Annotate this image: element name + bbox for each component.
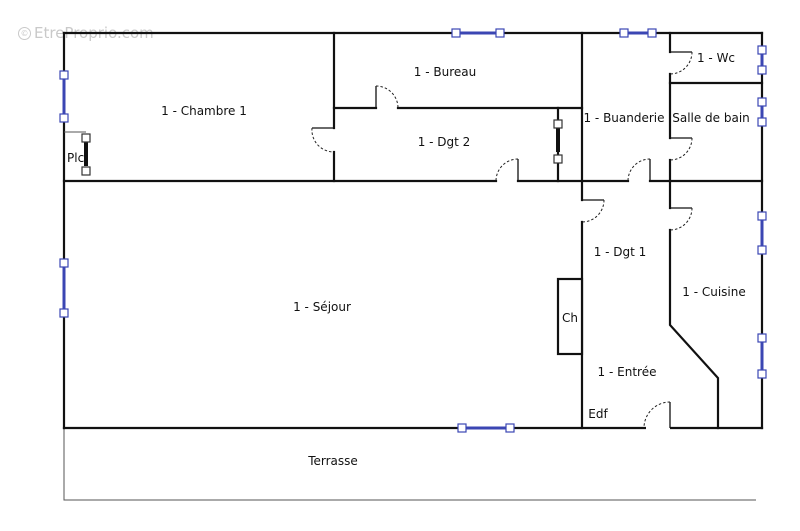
door-bureau-arc (375, 85, 399, 109)
label-buanderie: 1 - Buanderie (583, 111, 664, 125)
room-labels: 1 - Chambre 1 1 - Bureau 1 - Dgt 2 Plc 1… (67, 51, 750, 468)
door-cuisine-arc (669, 207, 693, 231)
window-chambre (59, 70, 69, 123)
door-sdb-arc (669, 137, 693, 161)
placard-knob-top (81, 133, 91, 143)
label-entree: 1 - Entrée (598, 365, 657, 379)
label-plc: Plc (67, 151, 84, 165)
label-edf: Edf (588, 407, 608, 421)
dgt2-fixture (553, 119, 563, 164)
chimney (556, 277, 584, 356)
label-dgt2: 1 - Dgt 2 (418, 135, 471, 149)
walls (62, 31, 764, 430)
door-dgt2-arc (495, 158, 519, 182)
window-wc (757, 45, 767, 75)
placard-knob-bottom (81, 166, 91, 176)
window-sejour-south (457, 423, 515, 433)
window-cuisine-top (757, 211, 767, 255)
window-buanderie (619, 28, 657, 38)
wall-cuisine-west-b (668, 228, 720, 430)
label-sejour: 1 - Séjour (293, 300, 351, 314)
window-bureau (451, 28, 505, 38)
label-ch: Ch (562, 311, 578, 325)
door-entree-arc (643, 401, 671, 429)
label-bureau: 1 - Bureau (414, 65, 476, 79)
window-sejour-west (59, 258, 69, 318)
door-buanderie-arc (627, 158, 651, 182)
label-wc: 1 - Wc (697, 51, 735, 65)
label-salle-de-bain: Salle de bain (672, 111, 750, 125)
windows (59, 28, 767, 433)
doors (311, 51, 693, 430)
label-chambre: 1 - Chambre 1 (161, 104, 247, 118)
door-chambre-arc (311, 127, 335, 153)
door-dgt1-arc (581, 199, 605, 223)
door-wc-arc (669, 51, 693, 75)
window-sdb (757, 97, 767, 127)
dgt2-fixture-knob-top (553, 119, 563, 129)
label-terrasse: Terrasse (307, 454, 358, 468)
copyright-icon: © (18, 27, 31, 40)
label-dgt1: 1 - Dgt 1 (594, 245, 647, 259)
window-cuisine-bottom (757, 333, 767, 379)
label-cuisine: 1 - Cuisine (682, 285, 746, 299)
placard (64, 131, 91, 176)
dgt2-fixture-knob-bottom (553, 154, 563, 164)
terrace-outline (63, 428, 756, 501)
